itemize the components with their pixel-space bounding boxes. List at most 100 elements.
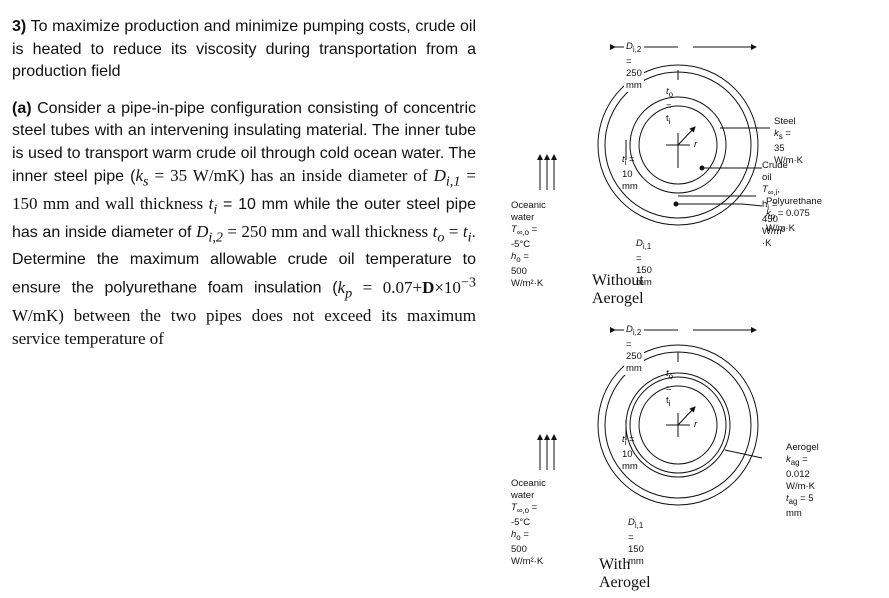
sub: o bbox=[668, 89, 674, 99]
part-a-text: = 10 mm while the outer steel pipe has a… bbox=[12, 195, 477, 241]
val: = 5 mm bbox=[786, 492, 814, 519]
bottom-d-outer-label: Di,2 = 250 mm bbox=[624, 324, 644, 375]
top-r-label: r bbox=[694, 139, 697, 151]
l1: Oceanic bbox=[511, 200, 546, 211]
sub: i,1 bbox=[634, 520, 644, 530]
symbol: k bbox=[337, 277, 346, 297]
val: = 250 mm bbox=[626, 55, 642, 91]
bottom-ti-label: ti = 10 mm bbox=[622, 434, 638, 473]
top-d-outer-label: Di,2 = 250 mm bbox=[624, 41, 644, 92]
symbol-sub: i bbox=[213, 201, 218, 218]
part-a-text: = 35 W/mK) has an inside diameter of bbox=[148, 166, 434, 185]
problem-text: 3) To maximize production and minimize p… bbox=[12, 16, 476, 352]
sub: o bbox=[516, 532, 521, 542]
sym: T bbox=[762, 184, 768, 195]
sub: ag bbox=[790, 457, 800, 467]
figures-svg bbox=[537, 44, 770, 506]
top-caption: Without Aerogel bbox=[592, 272, 644, 307]
part-a-text: . Determine the maximum allowable crude … bbox=[12, 223, 476, 297]
oil-dot bbox=[699, 165, 705, 171]
sym: h bbox=[511, 250, 517, 262]
sub: i,2 bbox=[632, 327, 642, 337]
inner-pipe-inner bbox=[638, 105, 718, 185]
sub: o bbox=[668, 371, 674, 381]
val: = 250 mm bbox=[626, 338, 642, 374]
symbol: t bbox=[462, 221, 468, 241]
sub: ∞,i bbox=[767, 187, 778, 197]
top-ti-label: ti = 10 mm bbox=[622, 154, 638, 193]
pu-dot bbox=[673, 201, 679, 207]
sym: k bbox=[774, 128, 779, 139]
l2: water bbox=[511, 490, 535, 501]
l1: Oceanic bbox=[511, 478, 546, 489]
sym: t bbox=[666, 368, 669, 379]
top-d-inner-label: Di,1 = 150 mm bbox=[636, 238, 652, 289]
val: = 150 mm bbox=[628, 531, 644, 567]
part-a-label: (a) bbox=[12, 99, 32, 117]
title: Steel bbox=[774, 116, 796, 127]
val: = 10 mm bbox=[622, 154, 638, 192]
sub: ag bbox=[788, 496, 798, 506]
symbol: k bbox=[135, 166, 144, 185]
sym: D bbox=[628, 517, 635, 528]
title: Polyurethane bbox=[766, 196, 822, 207]
sym: D bbox=[626, 324, 633, 335]
val: = 150 mm bbox=[636, 252, 652, 288]
radius-line bbox=[677, 406, 696, 426]
val: = 500 W/m²·K bbox=[511, 250, 544, 289]
radius-line bbox=[677, 126, 696, 146]
sub: p bbox=[770, 211, 776, 221]
l2: water bbox=[511, 212, 535, 223]
val: = 0.075 W/m·K bbox=[766, 208, 810, 234]
sub: i bbox=[767, 202, 770, 212]
sym: T bbox=[511, 224, 517, 235]
symbol-sub: p bbox=[345, 285, 353, 302]
bottom-to-label: to = ti bbox=[666, 368, 673, 410]
sym: t bbox=[786, 492, 789, 504]
figure-bottom-drawing bbox=[537, 327, 763, 506]
symbol-sub: i,1 bbox=[445, 173, 461, 190]
part-a-text: W/mK) between the two pipes does not exc… bbox=[12, 305, 476, 349]
sym: T bbox=[511, 502, 517, 513]
val: = -5°C bbox=[511, 502, 538, 528]
sub: i,2 bbox=[632, 44, 642, 54]
val: = t bbox=[666, 382, 672, 406]
val: = 450 W/m² ·K bbox=[762, 198, 785, 249]
symbol: D bbox=[196, 221, 209, 241]
part-a-text: = 150 mm and wall thickness bbox=[12, 166, 476, 213]
sub: i bbox=[624, 437, 627, 447]
part-a-text: = 250 mm and wall thickness bbox=[222, 221, 433, 241]
symbol-sub: o bbox=[437, 229, 445, 246]
val: , h bbox=[762, 184, 781, 210]
outer-pipe-outer bbox=[597, 344, 759, 506]
inner-pipe-inner bbox=[638, 385, 718, 465]
sym: r bbox=[694, 419, 698, 430]
sub: ∞,o bbox=[516, 505, 530, 515]
bottom-d-inner-label: Di,1 = 150 mm bbox=[628, 517, 644, 568]
inner-pipe-outer bbox=[629, 376, 727, 474]
val: = t bbox=[666, 100, 672, 124]
sym: t bbox=[622, 154, 625, 165]
val: = 500 W/m²·K bbox=[511, 528, 544, 567]
top-to-label: to = ti bbox=[666, 86, 673, 128]
bottom-r-label: r bbox=[694, 419, 697, 431]
title: Crude oil bbox=[762, 160, 788, 183]
problem-intro: 3) To maximize production and minimize p… bbox=[12, 16, 476, 84]
sub: i bbox=[668, 398, 671, 408]
sub: s bbox=[778, 131, 783, 141]
symbol-sub: i,2 bbox=[208, 229, 223, 246]
exponent: −3 bbox=[460, 274, 476, 291]
sym: t bbox=[622, 434, 625, 445]
bottom-caption: With Aerogel bbox=[599, 556, 651, 591]
sym: D bbox=[626, 41, 633, 52]
intro-text: To maximize production and minimize pump… bbox=[12, 18, 477, 80]
sub: i,1 bbox=[642, 241, 652, 251]
part-a-text: = 0.07+ bbox=[352, 277, 423, 297]
val: = 0.012 W/m·K bbox=[786, 454, 816, 492]
val: = 10 mm bbox=[622, 434, 638, 472]
